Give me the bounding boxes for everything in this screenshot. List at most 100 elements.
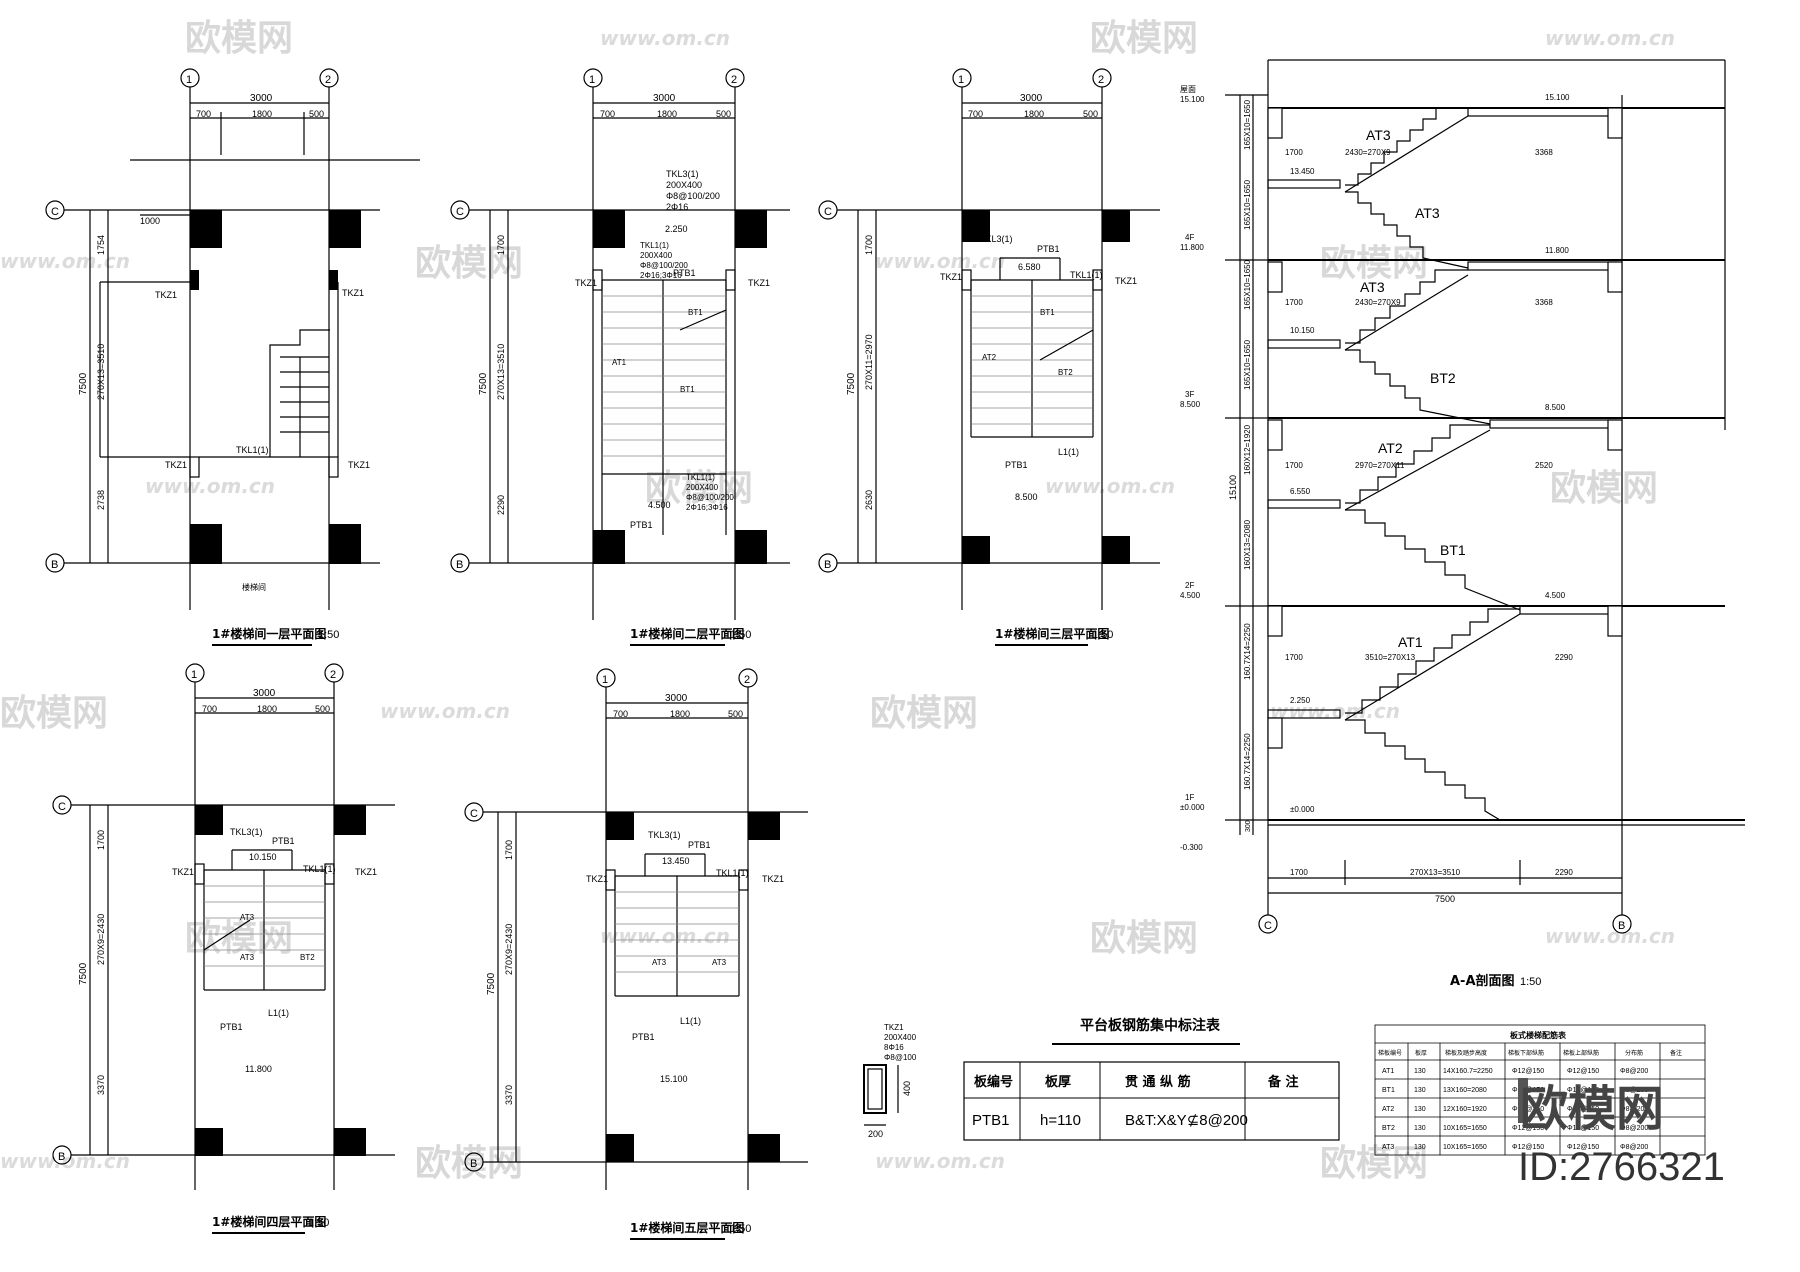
dim-text: 160.7X14=2250 bbox=[1243, 733, 1252, 790]
beam-note: TKL1(1) bbox=[686, 473, 715, 482]
dim-text: 160X13=2080 bbox=[1243, 519, 1252, 570]
watermark-url: www.om.cn bbox=[0, 249, 130, 273]
table-cell: Φ12@150 bbox=[1567, 1068, 1599, 1075]
label: TKZ1 bbox=[172, 867, 194, 877]
table-cell: Φ12@150 bbox=[1512, 1068, 1544, 1075]
floor-label: 屋面 bbox=[1180, 85, 1196, 94]
table-cell: Φ12@150 bbox=[1512, 1106, 1544, 1113]
watermark: 欧模网 bbox=[185, 918, 293, 959]
level-text: 8.500 bbox=[1545, 403, 1566, 412]
plan-scale: 1:50 bbox=[308, 1217, 329, 1229]
level-text: 10.150 bbox=[1290, 326, 1315, 335]
watermark-url: www.om.cn bbox=[875, 1149, 1005, 1173]
level-text: 15.100 bbox=[1545, 93, 1570, 102]
label: BT2 bbox=[1058, 368, 1073, 377]
plan-scale: 1:50 bbox=[730, 1223, 751, 1235]
dim-text: 1800 bbox=[257, 704, 277, 714]
table-cell: Φ8@200 bbox=[1620, 1125, 1648, 1132]
label: TKZ1 bbox=[575, 278, 597, 288]
label: TKZ1 bbox=[586, 874, 608, 884]
flight-label: BT1 bbox=[1440, 542, 1466, 558]
label: AT3 bbox=[240, 953, 255, 962]
grid-label: C bbox=[51, 206, 59, 218]
dim-text: 3370 bbox=[96, 1075, 106, 1095]
section-scale: 1:50 bbox=[1520, 976, 1541, 988]
label: BT1 bbox=[688, 308, 703, 317]
brand-logo: 欧模网 bbox=[1520, 1081, 1664, 1137]
dim-text: 300 bbox=[1245, 820, 1252, 832]
label: PTB1 bbox=[272, 836, 295, 846]
label: L1(1) bbox=[680, 1016, 701, 1026]
label: BT1 bbox=[1040, 308, 1055, 317]
level-text: 8.500 bbox=[1015, 492, 1038, 502]
label: BT1 bbox=[680, 385, 695, 394]
dim-text: 7500 bbox=[486, 972, 497, 995]
grid-label: C bbox=[1264, 920, 1272, 932]
label: TKL1(1) bbox=[1070, 270, 1103, 280]
label: PTB1 bbox=[688, 840, 711, 850]
dim-text: 15100 bbox=[1228, 475, 1238, 500]
watermark-url: www.om.cn bbox=[875, 249, 1005, 273]
table-cell: Φ12@150 bbox=[1512, 1125, 1544, 1132]
dim-text: 1800 bbox=[1024, 109, 1044, 119]
label: TKL1(1) bbox=[303, 864, 336, 874]
dim-text: 7500 bbox=[1435, 894, 1455, 904]
beam-note: 2Φ16;3Φ16 bbox=[640, 271, 682, 280]
dim-text: 3370 bbox=[504, 1085, 514, 1105]
grid-label: B bbox=[456, 559, 463, 571]
dim-text: 3000 bbox=[1020, 93, 1043, 104]
table-header: 梯板编号 bbox=[1378, 1049, 1402, 1057]
dim-text: 500 bbox=[728, 709, 743, 719]
floor-label: 1F bbox=[1185, 793, 1194, 802]
label: TKZ1 bbox=[1115, 276, 1137, 286]
label: PTB1 bbox=[673, 268, 696, 278]
watermark-url: www.om.cn bbox=[1545, 924, 1675, 948]
table-header: 贯 通 纵 筋 bbox=[1125, 1074, 1191, 1090]
dim-text: 500 bbox=[309, 109, 324, 119]
label: TKL1(1) bbox=[716, 868, 749, 878]
level-text: 13.450 bbox=[662, 856, 690, 866]
watermark: 欧模网 bbox=[1090, 18, 1198, 59]
plan-floor-2: 1 2 3000 700 1800 500 C B 7500 1700 270X… bbox=[450, 68, 790, 646]
level-text: 4.500 bbox=[648, 500, 671, 510]
rebar-table: 平台板钢筋集中标注表 板编号 板厚 贯 通 纵 筋 备 注 PTB1 h=110… bbox=[963, 1017, 1340, 1141]
label: TKZ1 bbox=[940, 272, 962, 282]
label: PTB1 bbox=[1037, 244, 1060, 254]
beam-note: Φ8@100/200 bbox=[686, 493, 734, 502]
dim-text: 165X10=1650 bbox=[1243, 339, 1252, 390]
table-cell: Φ12@150 bbox=[1512, 1087, 1544, 1094]
label: 200X400 bbox=[884, 1033, 917, 1042]
flight-label: AT3 bbox=[1366, 127, 1391, 143]
dim-text: 2290 bbox=[1555, 653, 1573, 662]
label: TKL3(1) bbox=[980, 234, 1013, 244]
label: TKL1(1) bbox=[236, 445, 269, 455]
dim-text: 1700 bbox=[1290, 868, 1308, 877]
grid-label: B bbox=[58, 1151, 65, 1163]
watermark-url: www.om.cn bbox=[1270, 699, 1400, 723]
flight-label: AT3 bbox=[1360, 279, 1385, 295]
logo-icon bbox=[1518, 1078, 1528, 1123]
level-text: ±0.000 bbox=[1290, 805, 1315, 814]
watermark: 欧模网 bbox=[1090, 918, 1198, 959]
table-cell: h=110 bbox=[1040, 1112, 1081, 1129]
watermark-url: www.om.cn bbox=[380, 699, 510, 723]
watermark-url: www.om.cn bbox=[600, 26, 730, 50]
dim-text: 2970=270X11 bbox=[1355, 461, 1405, 470]
plan-title: 1#楼梯间一层平面图 bbox=[212, 626, 326, 641]
beam-note: TKL3(1) bbox=[666, 169, 699, 179]
beam-note: 2Φ16;3Φ16 bbox=[686, 503, 728, 512]
level-text: 6.550 bbox=[1290, 487, 1311, 496]
dim-text: 3368 bbox=[1535, 148, 1553, 157]
label: TKZ1 bbox=[155, 290, 177, 300]
dim-text: 270X13=3510 bbox=[1410, 868, 1461, 877]
dim-text: 1700 bbox=[1285, 148, 1303, 157]
beam-note: 200X400 bbox=[640, 251, 673, 260]
level-text: 11.800 bbox=[245, 1064, 272, 1074]
grid-label: 2 bbox=[1098, 74, 1104, 86]
level-text: -0.300 bbox=[1180, 843, 1203, 852]
label: PTB1 bbox=[220, 1022, 243, 1032]
watermark: 欧模网 bbox=[870, 693, 978, 734]
grid-label: 1 bbox=[602, 674, 608, 686]
dim-text: 270X13=3510 bbox=[496, 344, 506, 400]
table-cell: Φ8@200 bbox=[1620, 1068, 1648, 1075]
